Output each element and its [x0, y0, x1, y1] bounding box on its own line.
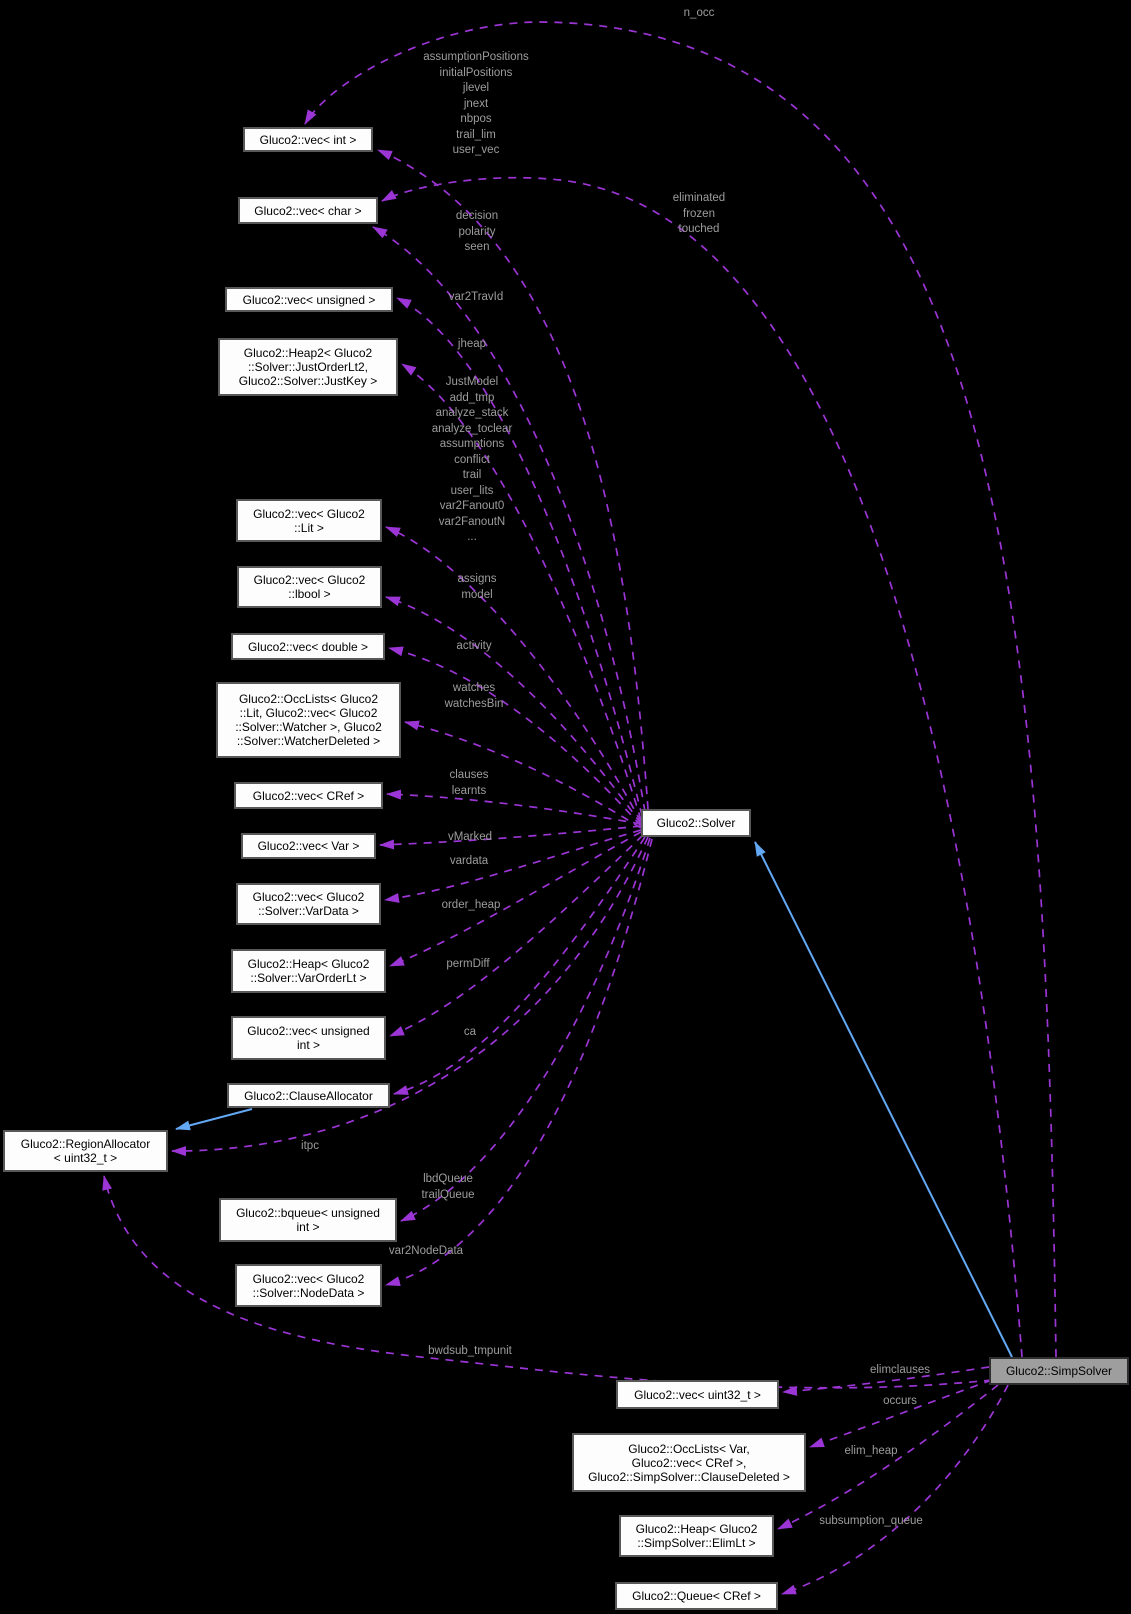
node-bqueue[interactable]: Gluco2::bqueue< unsigned int > — [219, 1198, 397, 1242]
edge-label-elimclauses: elimclauses — [869, 1364, 931, 1376]
node-simpsolver[interactable]: Gluco2::SimpSolver — [989, 1357, 1129, 1385]
edge-label-justmodel-bundle: JustModel add_tmp analyze_stack analyze_… — [431, 376, 513, 543]
edge-vardata — [384, 829, 642, 903]
node-heap-elimlt[interactable]: Gluco2::Heap< Gluco2 ::SimpSolver::ElimL… — [619, 1515, 774, 1557]
edge-label-occurs: occurs — [883, 1395, 917, 1407]
node-regionallocator[interactable]: Gluco2::RegionAllocator < uint32_t > — [3, 1130, 168, 1172]
node-occlists-simp[interactable]: Gluco2::OccLists< Var, Gluco2::vec< CRef… — [572, 1433, 806, 1492]
node-vec-int[interactable]: Gluco2::vec< int > — [243, 127, 373, 152]
node-vec-double[interactable]: Gluco2::vec< double > — [231, 633, 385, 660]
edge-label-decision-bundle: decision polarity seen — [455, 210, 499, 253]
edge-label-assumption-bundle: assumptionPositions initialPositions jle… — [423, 51, 529, 156]
edge-order-heap — [389, 831, 642, 967]
edge-label-clauses-bundle: clauses learnts — [449, 769, 489, 797]
edge-lbdqueue-bundle — [400, 837, 651, 1222]
edge-label-lbdqueue-bundle: lbdQueue trailQueue — [421, 1173, 475, 1201]
edge-label-order-heap: order_heap — [441, 899, 501, 911]
edge-label-watches-bundle: watches watchesBin — [444, 682, 504, 710]
edge-inherit-clausealloc-regionalloc — [175, 1108, 253, 1131]
node-heap-varorderlt[interactable]: Gluco2::Heap< Gluco2 ::Solver::VarOrderL… — [231, 949, 386, 993]
node-solver[interactable]: Gluco2::Solver — [641, 809, 751, 837]
edge-assumption-bundle — [377, 149, 649, 810]
node-vec-vardata[interactable]: Gluco2::vec< Gluco2 ::Solver::VarData > — [236, 883, 381, 925]
edge-inherit-simpsolver-solver — [754, 841, 1013, 1358]
edge-subsumption-queue — [781, 1384, 1009, 1595]
edge-var2travid — [396, 297, 643, 817]
edge-label-assigns-bundle: assigns model — [457, 573, 497, 601]
edge-n-occ — [304, 21, 1057, 1358]
edge-label-bwdsub-tmpunit: bwdsub_tmpunit — [428, 1345, 512, 1357]
edge-vmarked — [379, 825, 642, 850]
node-occlists-solver[interactable]: Gluco2::OccLists< Gluco2 ::Lit, Gluco2::… — [216, 682, 401, 758]
edge-elim-heap — [777, 1384, 999, 1530]
node-queue-cref[interactable]: Gluco2::Queue< CRef > — [615, 1582, 778, 1610]
edge-clauses-bundle — [386, 789, 642, 825]
node-vec-unsigned-int[interactable]: Gluco2::vec< unsigned int > — [231, 1016, 386, 1060]
edge-itpc — [171, 836, 649, 1157]
node-vec-nodedata[interactable]: Gluco2::vec< Gluco2 ::Solver::NodeData > — [235, 1264, 382, 1307]
edge-occurs — [809, 1379, 993, 1448]
edge-watches-bundle — [404, 720, 642, 829]
edge-justmodel-bundle — [385, 526, 642, 823]
edge-activity — [388, 646, 642, 827]
edge-label-jheap: jheap — [457, 338, 487, 350]
edge-ca — [393, 836, 646, 1095]
node-clauseallocator[interactable]: Gluco2::ClauseAllocator — [227, 1083, 390, 1108]
node-vec-lit[interactable]: Gluco2::vec< Gluco2 ::Lit > — [236, 499, 382, 542]
edge-elimclauses — [782, 1366, 990, 1396]
edge-label-vardata: vardata — [449, 855, 489, 867]
edge-label-activity: activity — [456, 640, 492, 652]
edge-label-eliminated-bundle: eliminated frozen touched — [672, 192, 726, 235]
node-vec-uint32[interactable]: Gluco2::vec< uint32_t > — [616, 1380, 779, 1409]
node-heap2-justorder[interactable]: Gluco2::Heap2< Gluco2 ::Solver::JustOrde… — [218, 338, 398, 396]
edge-label-var2nodedata: var2NodeData — [388, 1245, 464, 1257]
edge-label-itpc: itpc — [301, 1140, 319, 1152]
edge-label-vmarked: vMarked — [447, 831, 493, 843]
edge-decision-bundle — [372, 226, 646, 813]
edge-jheap — [401, 363, 642, 821]
edge-label-permdiff: permDiff — [446, 958, 490, 970]
edge-label-n-occ: n_occ — [683, 7, 715, 19]
edge-permdiff — [389, 834, 644, 1037]
edge-label-ca: ca — [463, 1026, 477, 1038]
node-vec-var[interactable]: Gluco2::vec< Var > — [241, 833, 376, 859]
node-vec-lbool[interactable]: Gluco2::vec< Gluco2 ::lbool > — [237, 566, 382, 608]
edge-label-subsumption-queue: subsumption_queue — [819, 1515, 923, 1527]
edge-label-var2travid: var2TravId — [448, 291, 504, 303]
edge-label-elim-heap: elim_heap — [844, 1445, 898, 1457]
node-vec-char[interactable]: Gluco2::vec< char > — [238, 197, 378, 224]
node-vec-unsigned[interactable]: Gluco2::vec< unsigned > — [225, 287, 393, 312]
node-vec-cref[interactable]: Gluco2::vec< CRef > — [234, 782, 383, 809]
edge-var2nodedata — [385, 838, 653, 1286]
